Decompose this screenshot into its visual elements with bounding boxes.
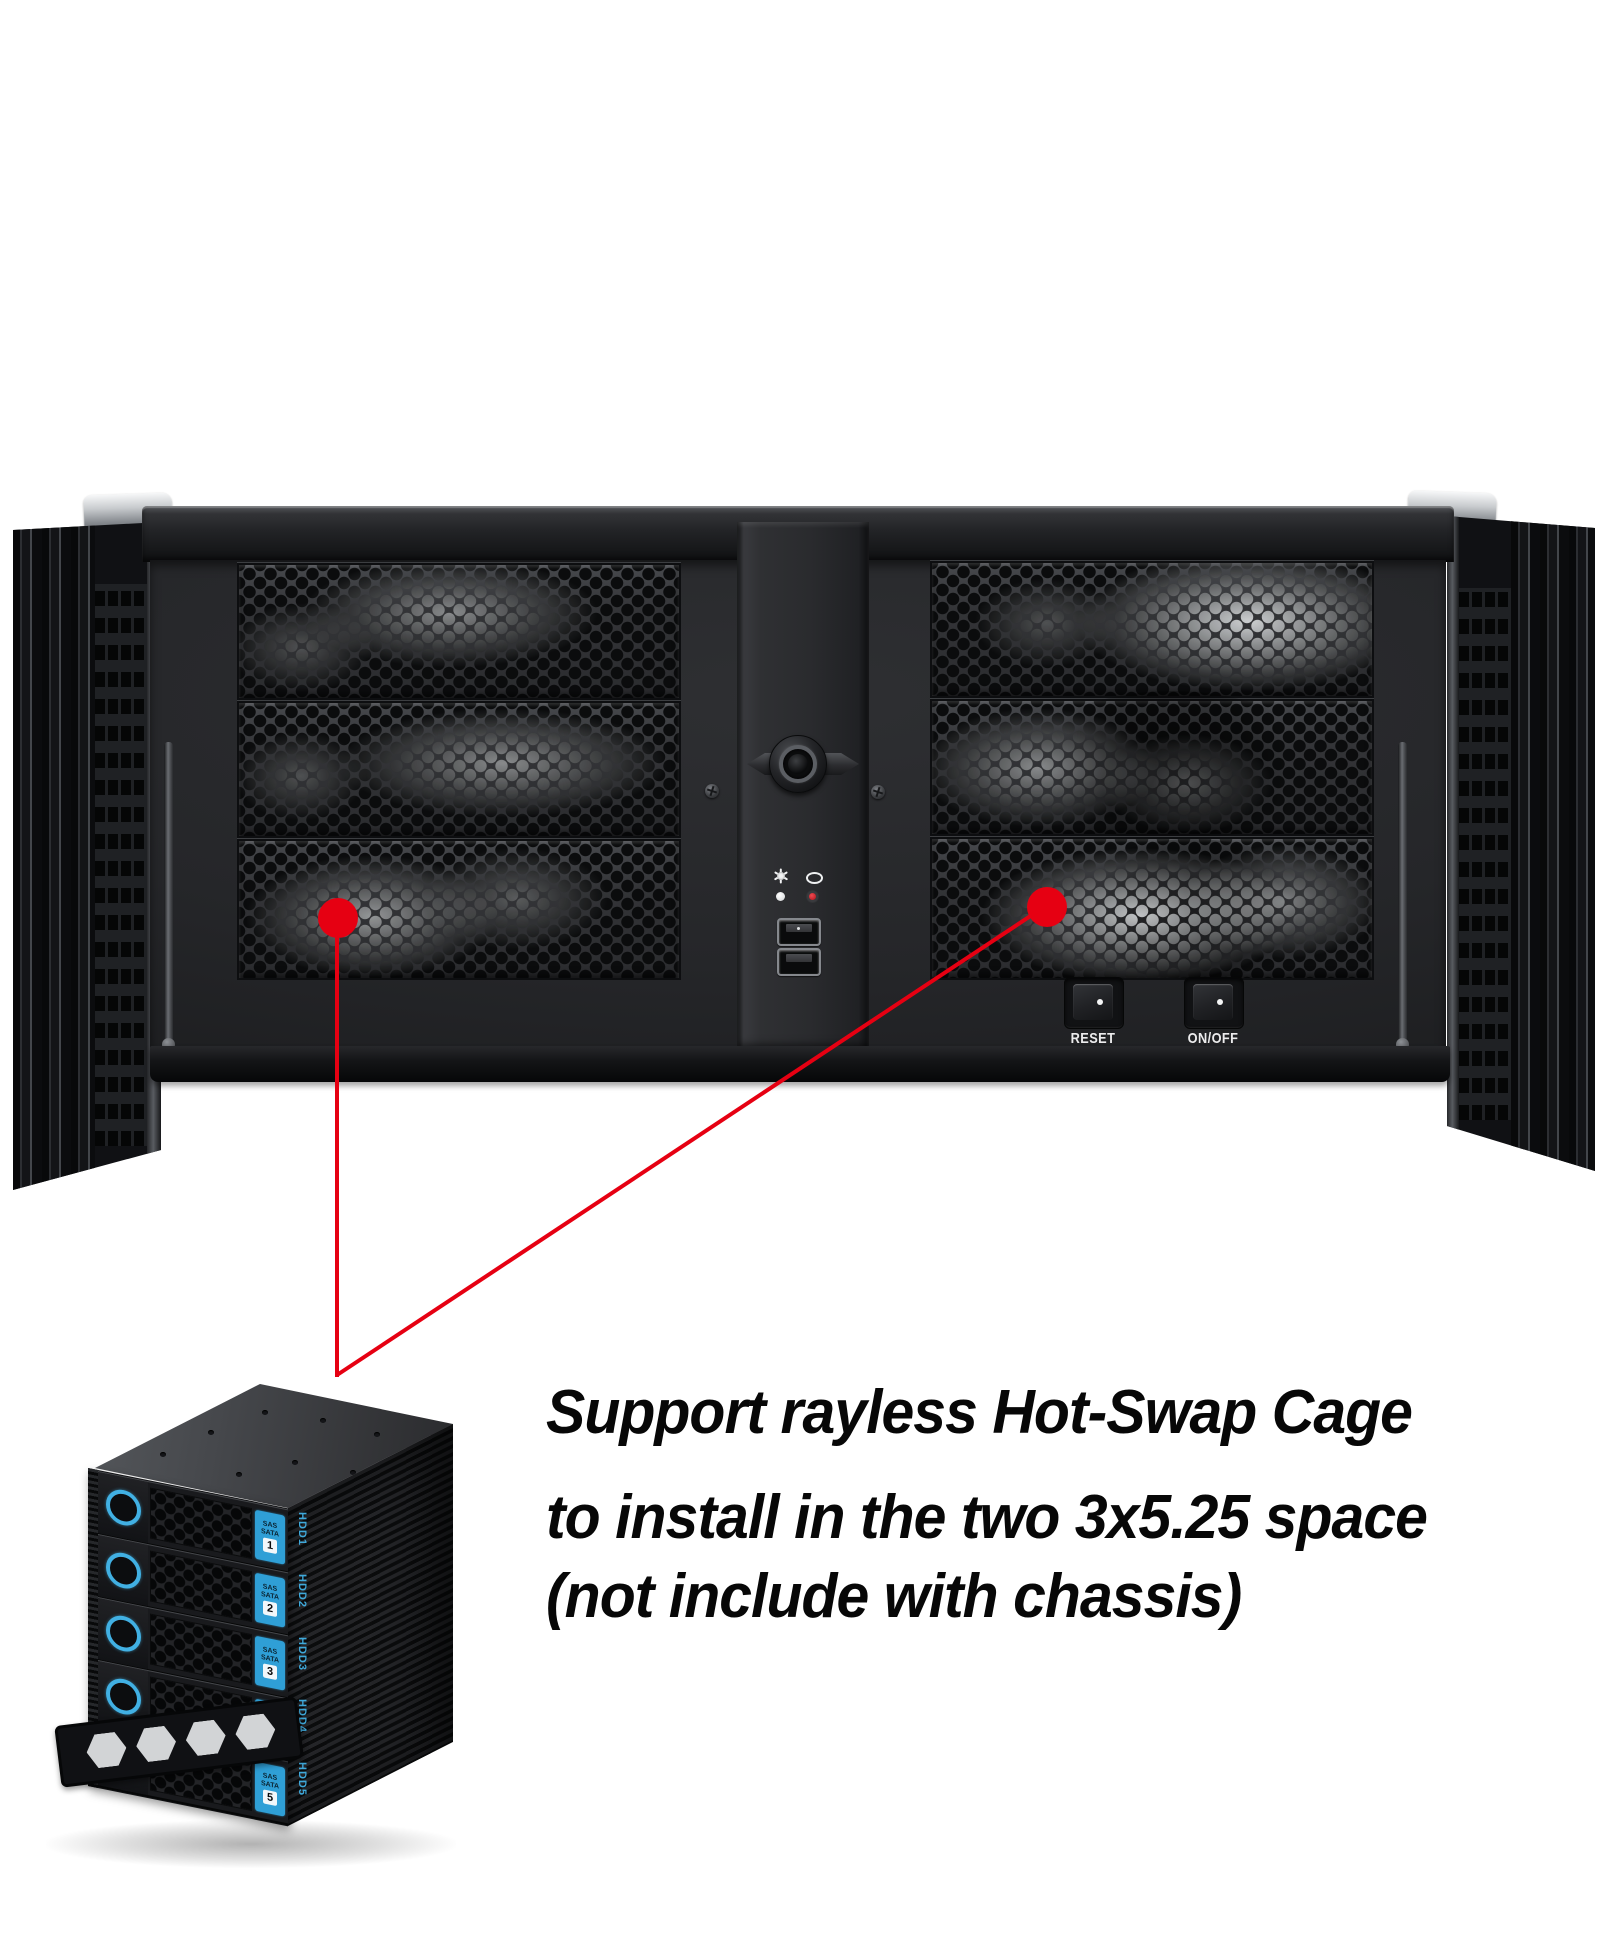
power-label: ON/OFF [1187,1030,1239,1047]
bay-cover-right-2 [930,691,1374,841]
hex-cutout [184,1719,228,1758]
hdd-side-label: HDD5 [296,1762,308,1796]
door-vent-grid-left [95,584,147,1146]
hdd-side-label: HDD1 [296,1512,308,1546]
key-lock-icon [769,735,827,793]
screw-hole [208,1430,214,1435]
door-edge-right [1447,516,1459,1171]
eject-ring-icon [105,1675,141,1718]
front-door-right [1447,516,1595,1171]
power-led-icon [773,868,789,884]
hdd-led-icon [806,872,823,884]
bay-cover-left-3 [237,839,681,980]
bay-tag: SAS SATA 5 [255,1761,285,1817]
door-ridges-left [13,522,95,1190]
screw-hole [262,1410,268,1415]
fan-silhouette [1062,839,1322,979]
annotation-line-1: Support rayless Hot-Swap Cage [546,1378,1413,1447]
reset-button [1064,977,1124,1029]
bay-number: 3 [263,1663,277,1681]
door-hinge-right [1398,742,1407,1042]
usb-port-2 [777,948,821,976]
usb-port-1 [777,918,821,946]
tray-latch [98,1598,148,1670]
reset-button-cap [1073,984,1113,1020]
screw-hole [160,1452,166,1457]
tray-latch [98,1535,148,1607]
bay-number: 2 [263,1600,277,1618]
reset-button-dot [1097,999,1103,1005]
bay-cover-left-2 [237,701,681,838]
door-ridges-right [1511,516,1595,1171]
power-led [776,892,785,901]
lock-keyhole [788,754,808,774]
power-button-dot [1217,999,1223,1005]
hex-cutout [134,1725,178,1764]
hdd-led [809,893,816,900]
tray-latch [98,1472,148,1544]
bay-number: 5 [263,1789,277,1807]
reset-label: RESET [1070,1030,1116,1047]
hdd-side-label: HDD3 [296,1637,308,1671]
bay-tag: SAS SATA 1 [255,1509,285,1565]
screw-hole [374,1432,380,1437]
screw-hole [320,1418,326,1423]
annotation-line-2: to install in the two 3x5.25 space [546,1483,1428,1553]
chassis-bottom-rail [150,1046,1450,1082]
bay-tag: SAS SATA 2 [255,1572,285,1628]
power-button-cap [1193,984,1233,1020]
callout-line-vertical [335,916,339,1377]
bay-cover-right-3 [930,837,1374,980]
eject-ring-icon [105,1612,141,1655]
power-button [1184,977,1244,1029]
hdd-led-bezel [806,890,819,903]
hex-cutout [85,1731,129,1770]
center-control-column [737,522,869,1050]
eject-ring-icon [105,1486,141,1529]
hex-cutout [233,1712,277,1751]
bay-cover-right-1 [930,561,1374,698]
screw-hole [350,1470,356,1475]
hdd-side-label: HDD2 [296,1574,308,1608]
hot-swap-cage: SAS SATA 1 SAS SATA 2 SAS SATA [40,1360,480,1900]
eject-ring-icon [105,1549,141,1592]
usb-pin-dot [797,927,800,930]
fan-silhouette [1022,691,1322,841]
lock-ring [779,745,817,783]
cage-shadow [46,1820,456,1868]
annotation-line-3: (not include with chassis) [546,1562,1242,1632]
bay-tag: SAS SATA 3 [255,1635,285,1691]
usb-tongue [786,954,812,962]
bay-cover-left-1 [237,563,681,700]
sun-center [777,872,785,880]
door-vent-grid-right [1459,588,1511,1120]
annotation-text-block: Support rayless Hot-Swap Cage to install… [532,1372,1488,1646]
bay-number: 1 [263,1537,277,1555]
screw-icon [705,784,719,798]
front-door-left [13,522,161,1190]
screw-hole [236,1472,242,1477]
door-hinge-left [164,742,173,1042]
screw-icon [871,785,885,799]
screw-hole [292,1460,298,1465]
